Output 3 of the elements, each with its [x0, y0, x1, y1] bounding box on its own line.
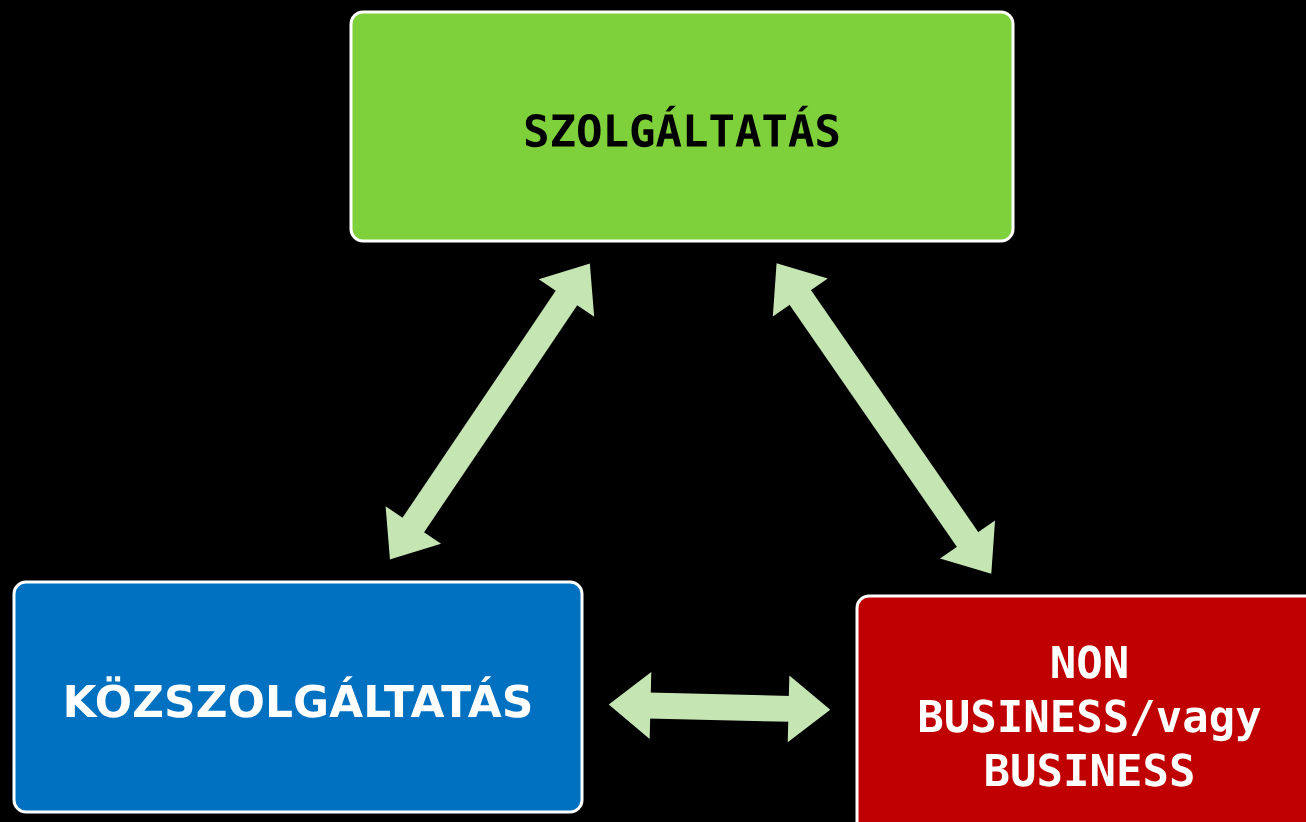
- process-box: SZOLGÁLTATÁS: [349, 10, 1015, 243]
- process-box: KÖZSZOLGÁLTATÁS: [12, 580, 584, 814]
- process-box: NON BUSINESS/vagy BUSINESS: [855, 594, 1306, 822]
